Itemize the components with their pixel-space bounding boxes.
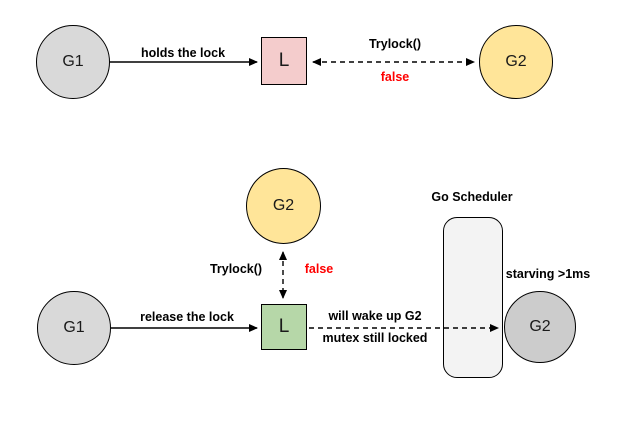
wake-up-label-line1: will wake up G2 [328, 309, 422, 323]
lock-released-square: L [261, 304, 307, 350]
holds-lock-label: holds the lock [140, 46, 226, 60]
goroutine-g2-waiting-label: G2 [272, 197, 295, 214]
goroutine-g1-top: G1 [36, 25, 110, 99]
trylock-label-bottom: Trylock() [209, 262, 263, 276]
lock-released-label: L [278, 316, 290, 337]
goroutine-g1-bottom: G1 [37, 291, 111, 365]
goroutine-g2-waiting: G2 [246, 168, 321, 244]
trylock-label-top: Trylock() [368, 37, 422, 51]
go-scheduler-label: Go Scheduler [431, 190, 513, 204]
false-label-top: false [380, 70, 410, 84]
starving-label: starving >1ms [505, 267, 591, 281]
lock-held-label: L [278, 50, 290, 71]
goroutine-g2-top: G2 [479, 25, 553, 99]
release-lock-label: release the lock [140, 310, 234, 324]
goroutine-g1-bottom-label: G1 [63, 319, 85, 336]
lock-held-square: L [261, 37, 307, 85]
goroutine-g1-top-label: G1 [62, 53, 84, 70]
goroutine-g2-top-label: G2 [505, 53, 527, 70]
false-label-bottom: false [304, 262, 334, 276]
wake-up-label-line2: mutex still locked [322, 331, 428, 345]
goroutine-g2-woken-label: G2 [529, 318, 551, 335]
goroutine-g2-woken: G2 [504, 291, 576, 363]
go-scheduler-box [443, 217, 503, 378]
